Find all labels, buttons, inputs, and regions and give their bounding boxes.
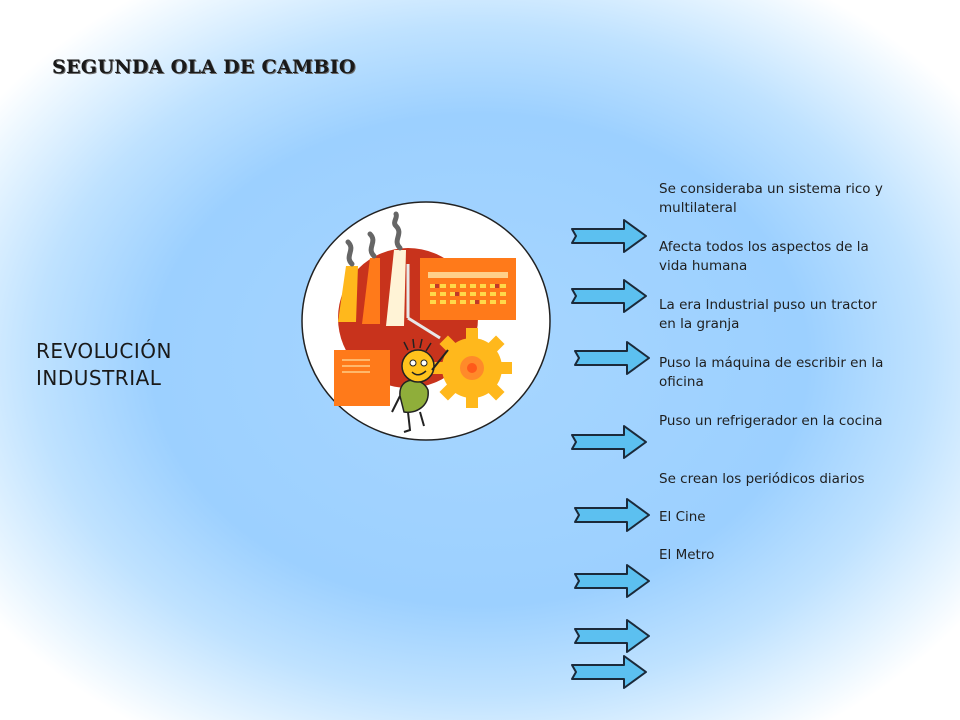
- slide-title: SEGUNDA OLA DE CAMBIO: [52, 56, 356, 78]
- list-item: Se crean los periódicos diarios: [659, 471, 865, 487]
- gear-icon: [432, 328, 512, 408]
- worker-figure-icon: [391, 338, 449, 433]
- subject-label: REVOLUCIÓN INDUSTRIAL: [36, 338, 236, 392]
- arrow-icon: [573, 618, 653, 654]
- arrow-icon: [573, 340, 653, 376]
- subject-line-2: INDUSTRIAL: [36, 366, 162, 390]
- list-item: El Metro: [659, 547, 715, 563]
- arrow-icon: [573, 563, 653, 599]
- warehouse-icon: [334, 350, 390, 406]
- list-item: El Cine: [659, 509, 706, 525]
- arrow-icon: [570, 278, 650, 314]
- arrow-icon: [573, 497, 653, 533]
- factory-clip-art: [301, 201, 551, 441]
- arrow-icon: [570, 218, 650, 254]
- list-item: La era Industrial puso un tractor en la …: [659, 297, 877, 332]
- list-item: Afecta todos los aspectos de la vida hum…: [659, 239, 869, 274]
- industrial-revolution-illustration: [300, 200, 552, 442]
- arrow-icon: [570, 424, 650, 460]
- factory-building-icon: [420, 258, 516, 320]
- list-item: Puso la máquina de escribir en la oficin…: [659, 355, 884, 390]
- subject-line-1: REVOLUCIÓN: [36, 339, 172, 363]
- arrow-icon: [570, 654, 650, 690]
- smoke-icon: [345, 211, 403, 267]
- list-item: Puso un refrigerador en la cocina: [659, 413, 883, 429]
- chimneys-icon: [338, 250, 406, 326]
- list-item: Se consideraba un sistema rico y multila…: [659, 181, 883, 216]
